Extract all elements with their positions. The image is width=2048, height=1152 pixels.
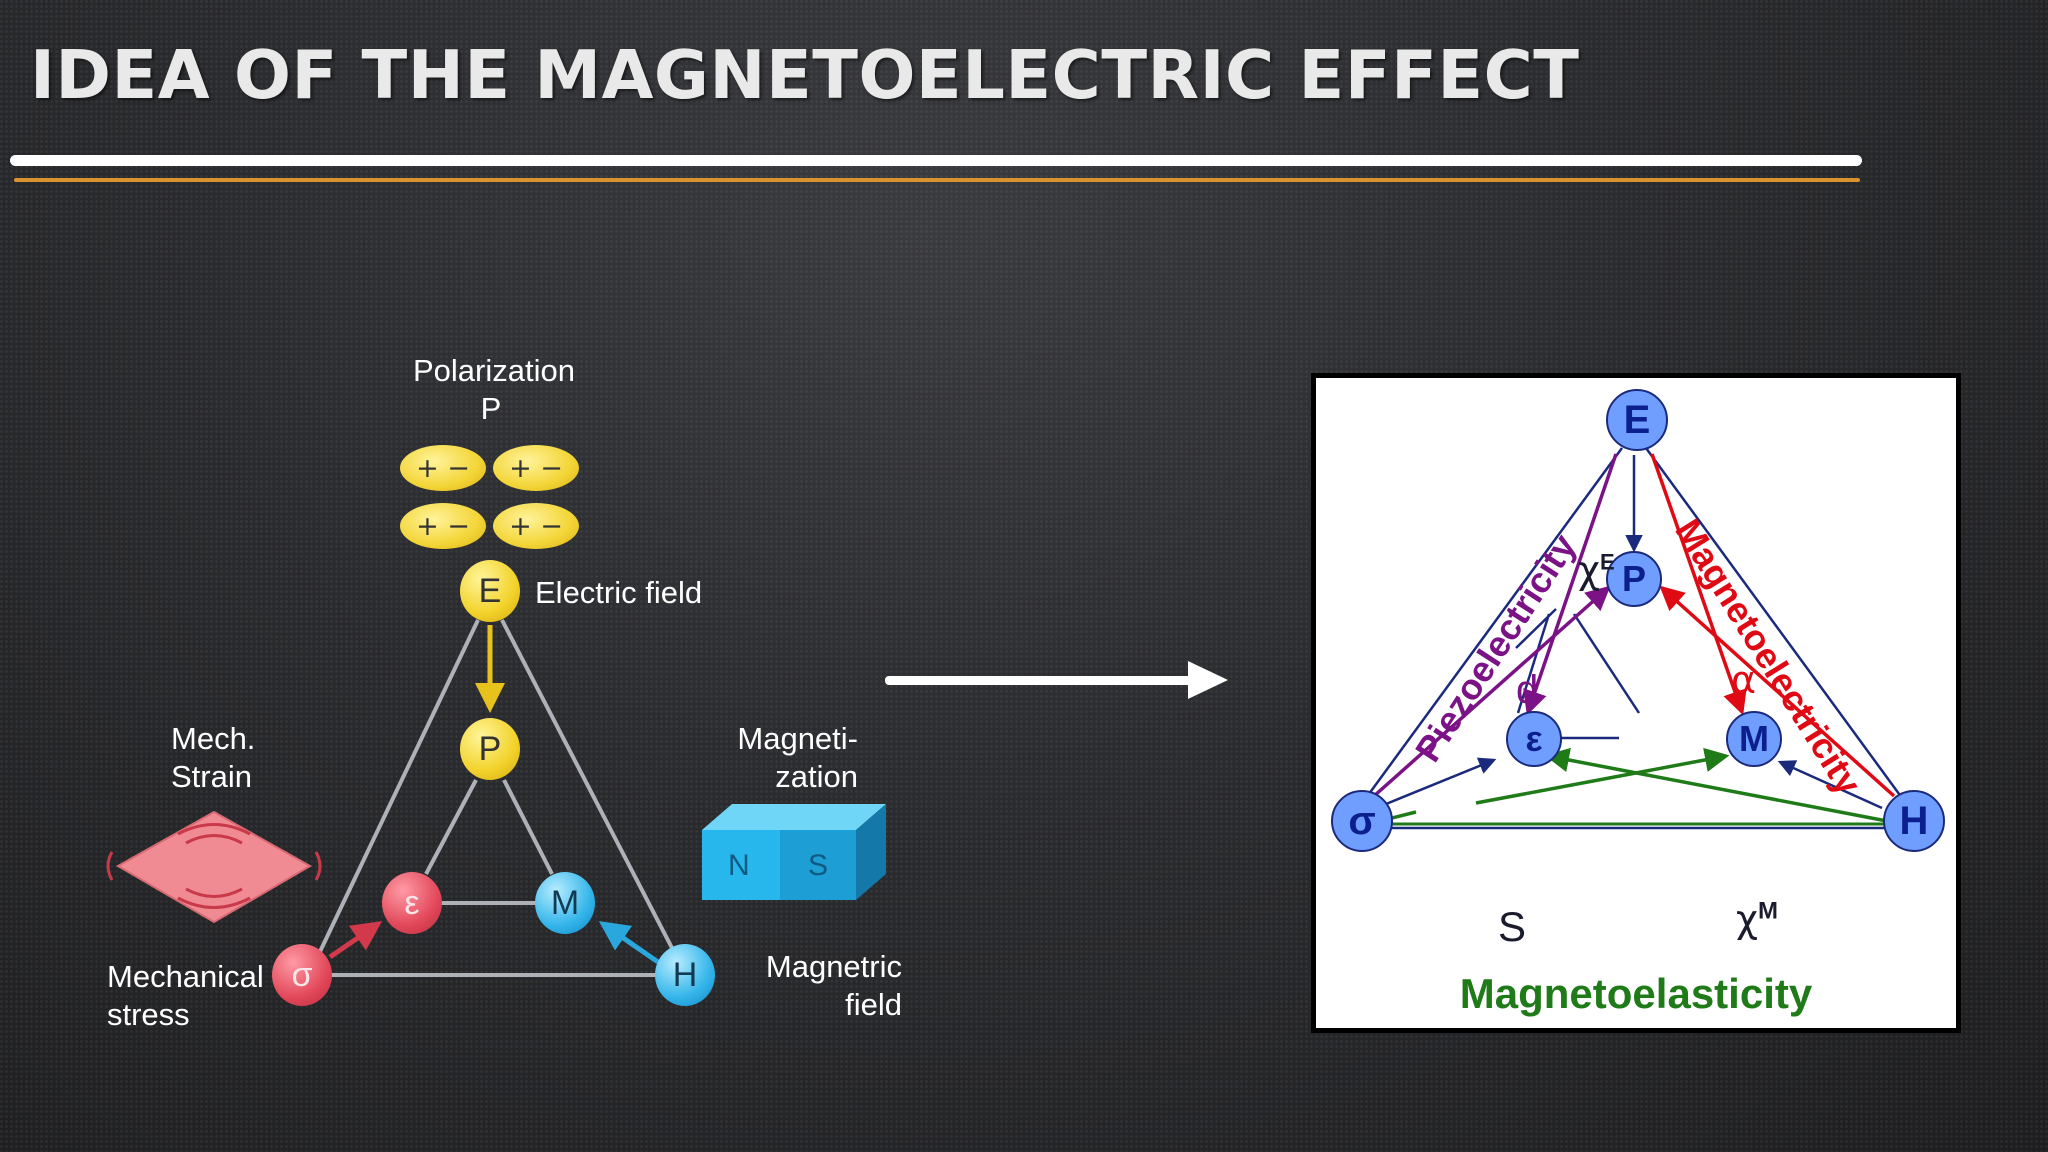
- node-sigma: σ: [272, 944, 332, 1006]
- magnetoelasticity-label: Magnetoelasticity: [1459, 970, 1813, 1017]
- charge-pair: + −: [493, 503, 579, 549]
- node-e: E: [460, 560, 520, 622]
- title-divider-white: [10, 155, 1862, 166]
- right-node-m: M: [1726, 711, 1782, 767]
- chi-e-coefficient: χE: [1578, 548, 1615, 592]
- transition-arrow-head: [1188, 661, 1228, 699]
- charge-pair: + −: [400, 445, 486, 491]
- arrow-e-to-epsilon-purple: [1523, 453, 1618, 716]
- magnet-south-label: S: [808, 849, 829, 882]
- arrow-h-to-m-right: [1777, 760, 1883, 810]
- mech-strain-label: Mech. Strain: [171, 721, 256, 794]
- title-divider-orange: [14, 178, 1860, 182]
- node-h: H: [655, 944, 715, 1006]
- arrow-h-to-m: [598, 921, 660, 965]
- node-p: P: [460, 718, 520, 780]
- right-node-p: P: [1606, 551, 1662, 607]
- magnetization-label: Magneti- zation: [737, 721, 858, 794]
- right-node-epsilon: ε: [1506, 711, 1562, 767]
- polarization-label: Polarization: [413, 353, 575, 388]
- strain-diamond-icon: [106, 810, 322, 924]
- arrow-h-to-epsilon-green: [1544, 747, 1893, 824]
- right-node-h: H: [1883, 790, 1945, 852]
- slide-title: IDEA OF THE MAGNETOELECTRIC EFFECT: [30, 36, 1580, 114]
- magnet-north-label: N: [728, 849, 750, 882]
- polarization-symbol: P: [480, 391, 502, 426]
- node-m: M: [535, 872, 595, 934]
- arrow-epsilon-to-m-green: [1475, 747, 1730, 805]
- right-outer-triangle: [1364, 447, 1904, 830]
- arrow-e-to-m-red: [1650, 453, 1747, 716]
- arrow-sigma-to-epsilon-right: [1385, 757, 1497, 806]
- charge-pair: + −: [493, 445, 579, 491]
- arrow-sigma-to-epsilon: [328, 921, 383, 960]
- arrow-h-to-p-red: [1659, 585, 1896, 798]
- bar-magnet-icon: [702, 804, 886, 900]
- chi-m-coefficient: χM: [1736, 897, 1778, 941]
- magnetic-field-label: Magnetric field: [765, 949, 902, 1022]
- charge-pair: + −: [400, 503, 486, 549]
- node-epsilon: ε: [382, 872, 442, 934]
- right-diagram-panel: E P ε M σ H Piezoelectricity Magnetoelec…: [1311, 373, 1961, 1033]
- right-node-e: E: [1606, 389, 1668, 451]
- right-diagram-svg: [1364, 447, 1904, 830]
- s-coefficient: S: [1498, 903, 1527, 950]
- right-node-sigma: σ: [1331, 790, 1393, 852]
- outer-triangle: [314, 619, 674, 977]
- inner-triangle: [424, 779, 554, 905]
- alpha-coefficient: α: [1731, 658, 1757, 702]
- d-coefficient: d: [1516, 668, 1539, 712]
- mechanical-stress-label: Mechanical stress: [107, 959, 264, 1032]
- electric-field-label: Electric field: [535, 575, 703, 610]
- arrow-sigma-to-p-purple: [1372, 585, 1611, 798]
- transition-arrow-shaft: [885, 676, 1195, 685]
